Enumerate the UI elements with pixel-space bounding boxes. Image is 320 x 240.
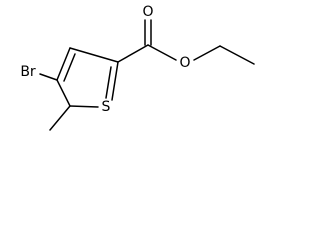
bond-c3-br [39, 73, 58, 81]
bond-c3-c4-inner [63, 53, 76, 82]
bond-c5-carbonyl [117, 44, 149, 63]
bond-c2-methyl [49, 105, 71, 131]
bond-c5-s [111, 61, 119, 101]
bond-s-c2 [69, 105, 99, 108]
carbonyl-oxygen-label: O [142, 4, 153, 20]
bond-ester-o-ch2 [193, 45, 221, 61]
bond-c5-s-inner [105, 66, 112, 99]
sulfur-label: S [102, 99, 111, 115]
bond-c2-c3 [56, 79, 71, 107]
bond-carbonyl-ester-o [147, 44, 177, 61]
bromine-label: Br [20, 64, 36, 80]
bond-ch2-ch3 [219, 45, 255, 65]
ester-oxygen-label: O [179, 55, 190, 71]
bond-c3-c4 [56, 47, 71, 81]
ester-group [117, 19, 255, 65]
bond-c4-c5 [69, 47, 119, 63]
chemical-structure: Br S O O [20, 4, 255, 131]
thiophene-ring [56, 47, 119, 108]
